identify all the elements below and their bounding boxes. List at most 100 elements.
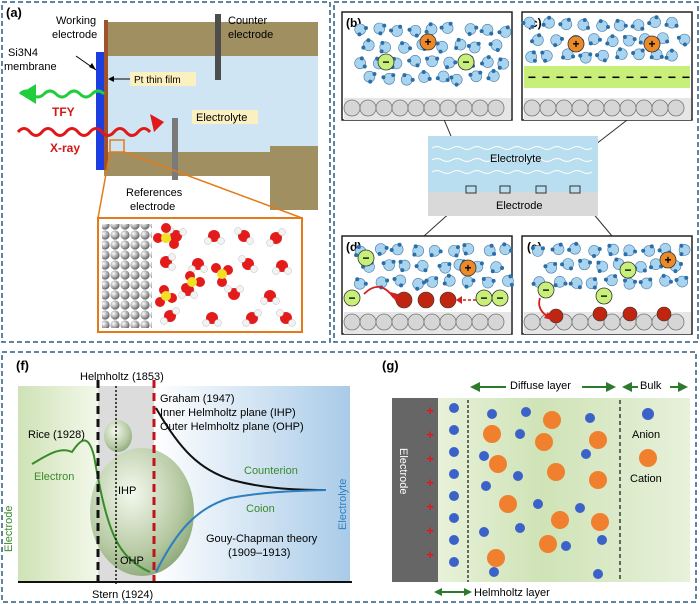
- electrode-atom: [587, 99, 605, 117]
- helmholtz-anion: [449, 513, 459, 523]
- water-molecule: [664, 16, 679, 29]
- water-molecule: [260, 290, 280, 305]
- electron-label: Electron: [34, 471, 74, 483]
- anion-sign: −: [624, 263, 631, 277]
- water-molecule: [568, 277, 583, 290]
- rice-label: Rice (1928): [28, 429, 85, 441]
- electrode-atom: [439, 99, 457, 117]
- panel-g-label: (g): [382, 358, 399, 373]
- working-electrode-label-2: electrode: [52, 29, 97, 41]
- anion-icon: −: [357, 249, 375, 267]
- anion-icon: −: [537, 281, 555, 299]
- panel-a-label: (a): [6, 5, 22, 20]
- helmholtz-label: Helmholtz (1853): [80, 371, 164, 383]
- electrode-charges: +++++++: [426, 403, 434, 562]
- water-molecule: [615, 47, 628, 60]
- water-molecule: [541, 15, 555, 29]
- subpanel-d: (d) − − − − +: [341, 235, 514, 335]
- anion-sign: −: [598, 69, 606, 85]
- water-molecule: [188, 258, 208, 273]
- center-electrolyte: [428, 136, 598, 192]
- electrode-atom: [523, 313, 541, 331]
- anion-sign: −: [362, 251, 369, 265]
- water-molecule: [424, 276, 439, 288]
- water-molecule: [486, 69, 500, 82]
- water-molecule: [373, 22, 387, 36]
- subpanel-c-electrode: [523, 98, 691, 120]
- pt-film-pointer-head: [108, 76, 114, 82]
- zoom-line-left: [97, 151, 111, 219]
- xray-arrowhead: [150, 114, 164, 132]
- water-molecule: [553, 276, 568, 288]
- bulk-label: Bulk: [640, 380, 662, 392]
- water-molecule: [468, 70, 483, 83]
- anion-icon: −: [475, 289, 493, 307]
- water-molecule: [543, 261, 558, 274]
- water-molecule: [605, 34, 619, 48]
- water-molecule: [499, 242, 514, 256]
- water-molecule: [160, 253, 176, 271]
- sulfate-ions: [153, 223, 233, 307]
- electrode-charge: +: [426, 547, 434, 562]
- membrane-label-1: Si3N4: [8, 47, 38, 59]
- anion-legend-icon: [642, 408, 654, 420]
- diffusion-arrow-head: [544, 312, 552, 320]
- anion-sign: −: [348, 291, 355, 305]
- water-molecule: [483, 243, 497, 257]
- surface-cations: [548, 306, 672, 324]
- transfer-arrow-curved: [363, 286, 395, 299]
- water-molecule: [412, 277, 426, 291]
- water-molecule: [439, 21, 454, 34]
- water-molecule: [613, 18, 628, 32]
- water-molecule: [234, 227, 254, 245]
- gouy-years-label: (1909–1913): [228, 547, 290, 559]
- ohp-full-label: Outer Helmholtz plane (OHP): [160, 421, 304, 433]
- subpanel-b-molecules: [354, 21, 512, 87]
- coion-label: Coion: [246, 503, 275, 515]
- g-electrode: [392, 398, 438, 582]
- pt-film-label: Pt thin film: [134, 75, 181, 86]
- water-molecule: [558, 17, 573, 31]
- electrode-atom: [359, 313, 377, 331]
- electrode-atom: [343, 99, 361, 117]
- sulfate-ion: [181, 271, 205, 293]
- water-molecule: [272, 260, 292, 275]
- electrode-atom: [619, 99, 637, 117]
- adsorbed-anion-signs: −−−−−−−−−−−−: [528, 69, 690, 85]
- water-molecule: [354, 277, 368, 290]
- diffuse-label-bg: [506, 378, 582, 392]
- g-electrode-label: Electrode: [397, 448, 409, 494]
- electrode-atom: [343, 313, 361, 331]
- electrode-charge: +: [426, 499, 434, 514]
- sulfate-ion: [211, 263, 233, 287]
- water-molecule: [530, 245, 545, 257]
- water-molecule: [361, 38, 375, 52]
- anion-sign: −: [682, 69, 690, 85]
- electrode-atom: [439, 313, 457, 331]
- water-molecule: [530, 33, 544, 46]
- cation-sign: +: [464, 261, 471, 275]
- center-sample-boxes: [465, 185, 581, 194]
- water-molecule: [204, 230, 225, 245]
- center-waves: [431, 146, 593, 174]
- counter-electrode-label-1: Counter: [228, 15, 267, 27]
- working-electrode-label-1: Working: [56, 15, 96, 27]
- center-electrode: [428, 192, 598, 216]
- water-molecule: [596, 260, 609, 274]
- subpanel-b: (b) + − −: [341, 11, 513, 121]
- water-molecule: [418, 70, 432, 83]
- water-molecule: [437, 261, 452, 274]
- water-molecule: [622, 34, 637, 47]
- water-molecule: [379, 40, 392, 54]
- anion-sign: −: [496, 291, 503, 305]
- water-molecule: [414, 260, 429, 273]
- electron-density-curve: [31, 439, 151, 573]
- subpanel-e-molecules: [530, 241, 691, 290]
- electrode-atom: [423, 313, 441, 331]
- water-molecule: [381, 73, 396, 85]
- f-electrode-label: Electrode: [3, 506, 15, 552]
- electrode-charge: +: [426, 523, 434, 538]
- water-molecule: [497, 57, 510, 70]
- anion-icon: −: [457, 53, 475, 71]
- electrode-atom: [359, 99, 377, 117]
